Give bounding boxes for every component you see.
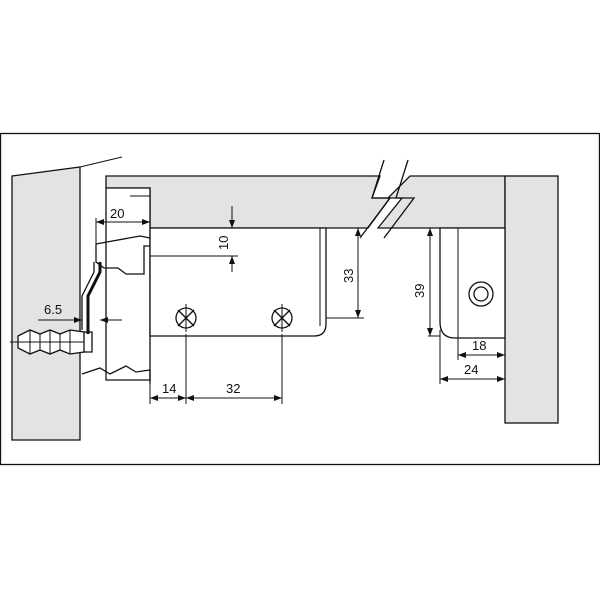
top-board bbox=[105, 159, 506, 239]
bracket-clip bbox=[81, 235, 151, 334]
dim-label-33: 33 bbox=[341, 269, 356, 283]
dim-label-20: 20 bbox=[110, 206, 124, 221]
screw-hole-icon bbox=[271, 304, 293, 332]
left-wall bbox=[11, 156, 123, 441]
dim-39: 39 bbox=[412, 227, 440, 337]
dim-label-32: 32 bbox=[226, 381, 240, 396]
right-bracket bbox=[439, 227, 506, 339]
dim-18: 18 bbox=[457, 338, 505, 360]
dim-10: 10 bbox=[150, 206, 238, 272]
dim-label-39: 39 bbox=[412, 284, 427, 298]
pin-hole-icon bbox=[468, 281, 494, 307]
screw-hole-icon bbox=[175, 304, 197, 332]
dim-24: 24 bbox=[439, 330, 505, 384]
dim-20: 20 bbox=[95, 206, 150, 246]
dim-label-14: 14 bbox=[162, 381, 176, 396]
right-board bbox=[504, 175, 559, 424]
dim-label-6-5: 6.5 bbox=[44, 302, 62, 317]
dim-6-5: 6.5 bbox=[38, 302, 122, 323]
screw-icon bbox=[10, 329, 93, 355]
dim-33: 33 bbox=[326, 227, 364, 319]
dim-14-32: 14 32 bbox=[149, 334, 283, 404]
dim-label-18: 18 bbox=[472, 338, 486, 353]
dim-label-24: 24 bbox=[464, 362, 478, 377]
dim-label-10: 10 bbox=[216, 236, 231, 250]
